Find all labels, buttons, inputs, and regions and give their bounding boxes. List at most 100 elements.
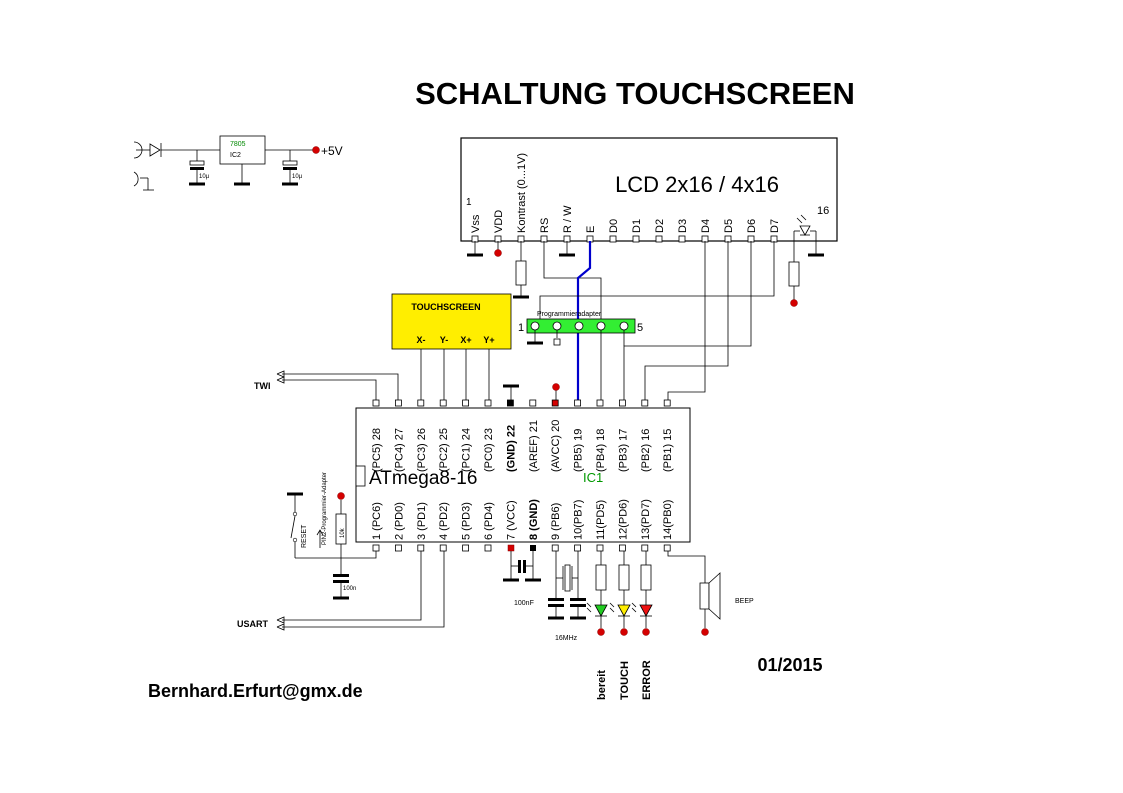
led-icon [617, 604, 631, 617]
crystal-value: 16MHz [555, 635, 578, 642]
lcd-pin [609, 235, 617, 243]
mcu-top-pin [417, 399, 425, 407]
mcu-bottom-pin [574, 544, 581, 552]
led-resistor [640, 564, 652, 591]
mcu-top-pin-label: (PC0) 23 [483, 428, 495, 472]
input-capacitor [189, 160, 205, 166]
reset-cap-value: 100n [343, 586, 356, 592]
supply-label: +5V [321, 144, 343, 158]
reset-label: RESET [301, 524, 308, 548]
supply-dot [312, 146, 320, 154]
decoupling-and-crystal: 100nF 16MHz [503, 544, 586, 642]
mcu-bottom-pin [484, 544, 492, 552]
lcd-pin [632, 235, 640, 243]
mcu-top-pin-label: (AVCC) 20 [550, 420, 562, 472]
mcu-bottom-pin [663, 544, 671, 552]
mcu-bottom-pin-label: 3 (PD1) [416, 502, 428, 540]
touch-pin-label: X- [417, 335, 426, 345]
led-icon [639, 604, 653, 617]
chip-notch [355, 465, 366, 487]
mcu-top-pin [529, 399, 537, 407]
lcd-pin-label: VDD [493, 210, 505, 233]
lcd-pin-label: D5 [723, 219, 735, 233]
lcd-pin-label: D4 [700, 219, 712, 233]
mcu-top-pin-label: (PB2) 16 [640, 429, 652, 472]
mcu-bottom-pin-label: 6 (PD4) [483, 502, 495, 540]
output-capacitor [282, 160, 298, 166]
mcu-top-pin [619, 399, 626, 407]
mcu-bottom-pin-label: 11(PD5) [595, 500, 607, 540]
led-label: bereit [596, 670, 608, 700]
mcu-top-pin-label: (PC4) 27 [393, 428, 405, 472]
page-title: SCHALTUNG TOUCHSCREEN [415, 76, 855, 111]
mcu-bottom-pin [417, 544, 425, 552]
mcu-top-pin [551, 399, 559, 407]
mcu-top-pin [663, 399, 671, 407]
mcu-bottom-pin [439, 544, 447, 552]
mcu-bottom-pin [596, 544, 604, 552]
mcu-top-pin [574, 399, 581, 407]
mcu-top-pin [462, 399, 470, 407]
mcu-bottom-pin-label: 2 (PD0) [393, 502, 405, 540]
lcd-pin-label: D1 [631, 219, 643, 233]
mcu-bottom-pin-label: 12(PD6) [617, 499, 629, 540]
led-label: TOUCH [619, 661, 631, 700]
mcu-top-pin [439, 399, 447, 407]
author-email: Bernhard.Erfurt@gmx.de [148, 681, 363, 701]
backlight-led-icon [799, 225, 811, 236]
mcu-top-pin-label: (PB5) 19 [573, 429, 585, 472]
lcd-pin-label: D6 [746, 219, 758, 233]
touchscreen-connector: TOUCHSCREEN X-Y-X+Y+ [391, 293, 512, 400]
mcu-bottom-pin-label: 4 (PD2) [438, 502, 450, 540]
mcu-bottom-pin-label: 13(PD7) [640, 499, 652, 540]
backlight-resistor [788, 261, 800, 287]
reset-switch-icon [290, 515, 296, 539]
mcu-bottom-pin-label: 1 (PC6) [371, 502, 383, 540]
mcu-top-pin [506, 399, 514, 407]
mcu-top-pin-label: (PC3) 26 [416, 428, 428, 472]
led-label: ERROR [641, 660, 653, 700]
regulator-ref: IC2 [230, 152, 241, 159]
lcd-pin [678, 235, 686, 243]
mcu-top-pin-label: (PC5) 28 [371, 428, 383, 472]
bus-lines: TWI USART [237, 370, 445, 631]
cap-in-value: 10µ [199, 174, 210, 180]
mcu-bottom-pin [394, 544, 402, 552]
diode-icon [149, 143, 161, 157]
contrast-resistor [515, 260, 527, 286]
lcd-wiring [467, 241, 824, 400]
vcc-cap-value: 100nF [514, 600, 534, 607]
lcd-title: LCD 2x16 / 4x16 [615, 172, 779, 197]
mcu-top-pin [394, 399, 402, 407]
adapter-title: Programmieradapter [537, 311, 602, 318]
crystal-icon [564, 564, 571, 592]
reset-circuit: RESET PIN2-Programmier-Adapter 10k 100n [287, 472, 377, 600]
lcd-pin-label: D7 [769, 219, 781, 233]
lcd-pin-label: D2 [654, 219, 666, 233]
status-leds: bereit TOUCH ERROR [586, 551, 653, 700]
beep-label: BEEP [735, 598, 754, 605]
mcu-top-pin [484, 399, 492, 407]
regulator-type: 7805 [230, 141, 246, 148]
mcu-bottom-pin-label: 9 (PB6) [550, 503, 562, 540]
mcu-top-pin-label: (PB3) 17 [617, 429, 629, 472]
mcu-bottom-pin-label: 10(PB7) [573, 500, 585, 540]
lcd-pin-label: Vss [470, 214, 482, 233]
mcu-top-pin-label: (PB4) 18 [595, 429, 607, 472]
touchscreen-title: TOUCHSCREEN [411, 302, 480, 312]
mcu-bottom-pin [372, 544, 380, 552]
lcd-pin-label: D0 [608, 219, 620, 233]
pin2-label: PIN2-Programmier-Adapter [322, 472, 328, 545]
adapter-pin-first: 1 [518, 322, 524, 334]
lcd-pin-label: Kontrast (0...1V) [516, 153, 528, 233]
touch-pin-label: Y+ [483, 335, 494, 345]
mcu-bottom-pin [551, 544, 559, 552]
mcu-top-pin-label: (PB1) 15 [662, 429, 674, 472]
cap-out-value: 10µ [292, 174, 303, 180]
mcu-top-pin-label: (AREF) 21 [528, 420, 540, 472]
lcd-pin-label: RS [539, 218, 551, 233]
mcu-bottom-pin [619, 544, 626, 552]
